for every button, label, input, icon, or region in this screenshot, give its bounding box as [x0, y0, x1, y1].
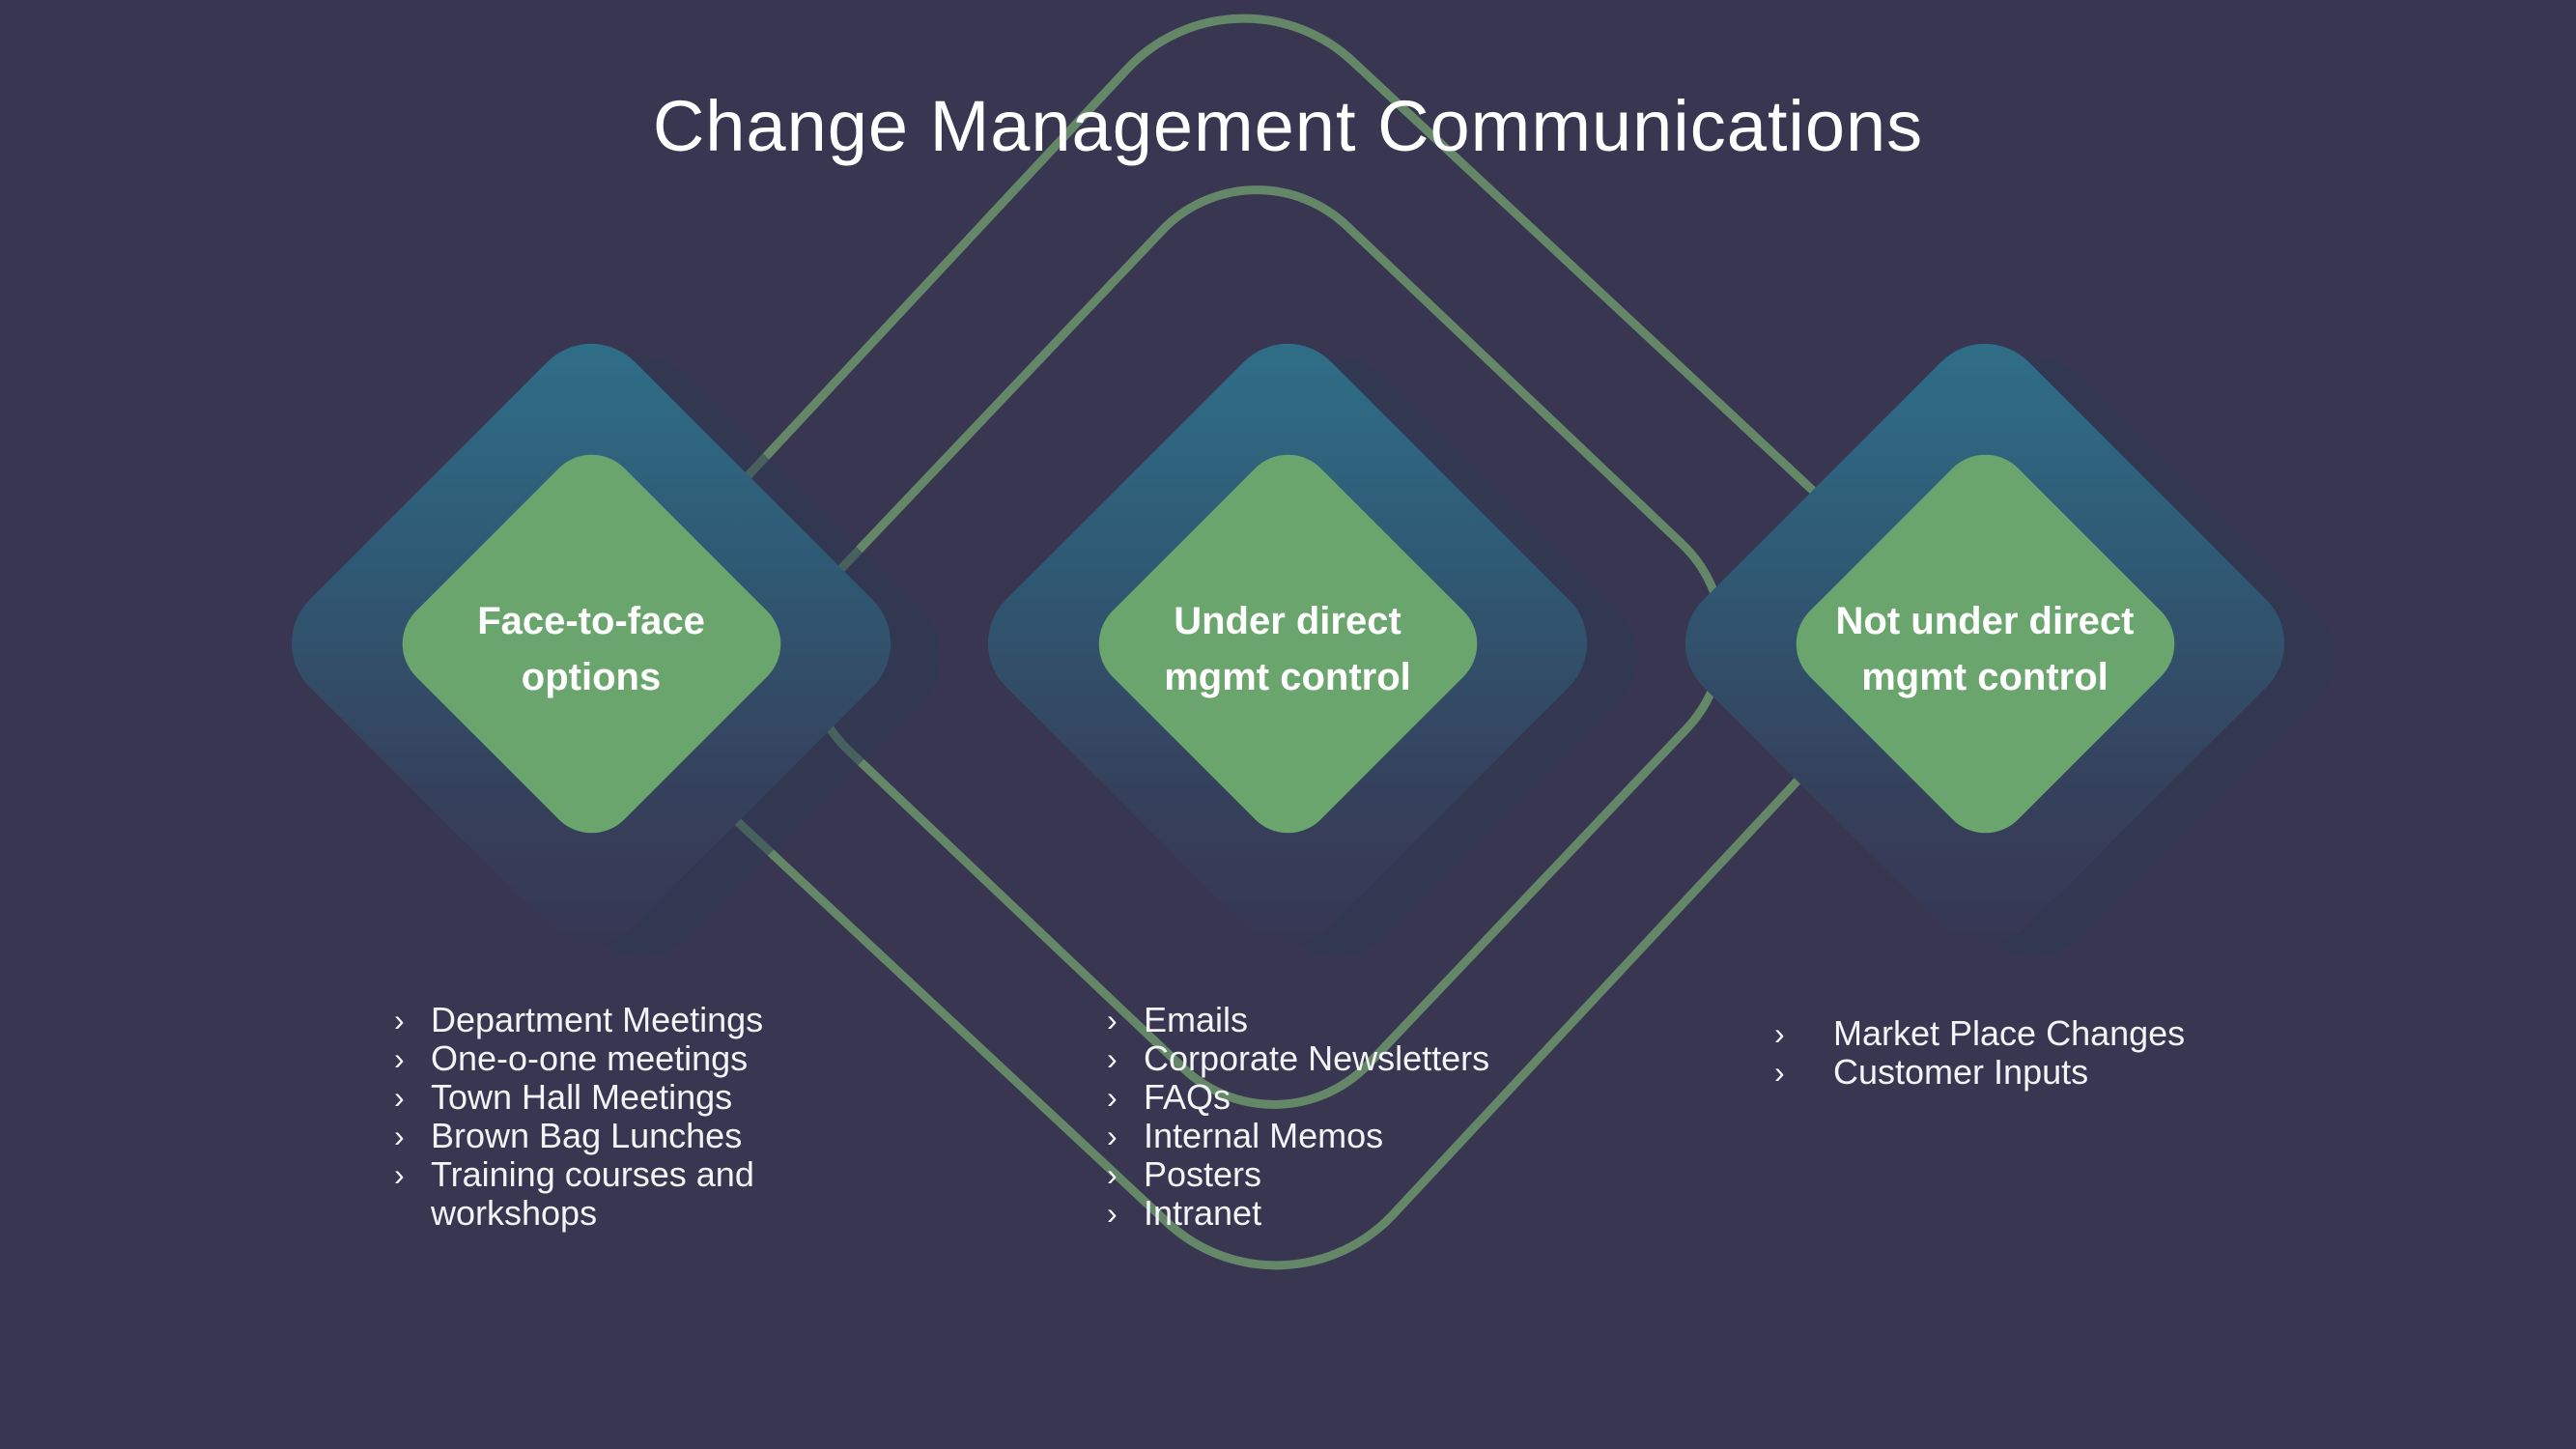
- bullet-icon: ›: [1107, 1003, 1118, 1037]
- list-item: › Training courses and workshops: [394, 1155, 896, 1233]
- diamond-label-under-direct-mgmt-control: Under direct mgmt control: [1075, 593, 1500, 705]
- list-item-text: Market Place Changes: [1833, 1013, 2186, 1053]
- page-title: Change Management Communications: [652, 86, 1924, 166]
- list-item: › Corporate Newsletters: [1107, 1039, 1744, 1078]
- bullet-icon: ›: [1107, 1080, 1118, 1115]
- list-item-text: Internal Memos: [1144, 1116, 1384, 1155]
- bullet-icon: ›: [394, 1080, 405, 1115]
- list-item-text: FAQs: [1144, 1077, 1231, 1117]
- bullet-icon: ›: [1774, 1016, 1785, 1051]
- list-face-to-face: ›Department Meetings›One-o-one meetings›…: [394, 1001, 896, 1233]
- bullet-icon: ›: [1107, 1196, 1118, 1231]
- diamond-label-line2: mgmt control: [1164, 656, 1411, 698]
- list-under-direct-mgmt-control: › Emails › Corporate Newsletters › FAQs › Inter…: [1107, 1001, 1744, 1233]
- list-item: › Department Meetings: [394, 1001, 896, 1039]
- diamond-label-line2: mgmt control: [1861, 656, 2109, 698]
- list-item-text: Training courses and workshops: [431, 1154, 754, 1233]
- diamond-label-face-to-face: Face-to-face options: [379, 593, 804, 705]
- list-item-text: One-o-one meetings: [431, 1038, 749, 1078]
- list-item-text: Town Hall Meetings: [431, 1077, 733, 1117]
- list-not-under-direct-mgmt-control: › Market Place Changes › Customer Inputs: [1774, 1014, 2373, 1092]
- bullet-icon: ›: [394, 1119, 405, 1153]
- diamond-label-not-under-direct-mgmt-control: Not under direct mgmt control: [1772, 593, 2197, 705]
- list-item-text: Department Meetings: [431, 1000, 764, 1039]
- diamond-label-line1: Face-to-face: [477, 600, 705, 642]
- diamond-label-line1: Under direct: [1174, 600, 1401, 642]
- bullet-icon: ›: [1107, 1119, 1118, 1153]
- bullet-icon: ›: [1107, 1157, 1118, 1192]
- bullet-icon: ›: [394, 1041, 405, 1076]
- list-item: › Brown Bag Lunches: [394, 1117, 896, 1155]
- list-item: › Internal Memos: [1107, 1117, 1744, 1155]
- list-item: › Customer Inputs: [1774, 1053, 2373, 1092]
- list-item: › Posters: [1107, 1155, 1744, 1194]
- diamond-label-line1: Not under direct: [1835, 600, 2135, 642]
- bullet-icon: ›: [1774, 1055, 1785, 1090]
- bullet-icon: ›: [1107, 1041, 1118, 1076]
- list-item-text: Brown Bag Lunches: [431, 1116, 743, 1155]
- list-item-text: Posters: [1144, 1154, 1262, 1194]
- list-item-text: Corporate Newsletters: [1144, 1038, 1490, 1078]
- list-item-text: Intranet: [1144, 1193, 1262, 1233]
- diamond-label-line2: options: [521, 656, 662, 698]
- list-item: › Town Hall Meetings: [394, 1078, 896, 1117]
- list-item: › Intranet: [1107, 1194, 1744, 1233]
- bullet-icon: ›: [394, 1157, 405, 1192]
- list-item: › FAQs: [1107, 1078, 1744, 1117]
- list-item-text: Customer Inputs: [1833, 1052, 2089, 1092]
- list-item-text: Emails: [1144, 1000, 1249, 1039]
- list-item: › Market Place Changes: [1774, 1014, 2373, 1053]
- list-item: › Emails: [1107, 1001, 1744, 1039]
- list-item: › One-o-one meetings: [394, 1039, 896, 1078]
- bullet-icon: ›: [394, 1003, 405, 1037]
